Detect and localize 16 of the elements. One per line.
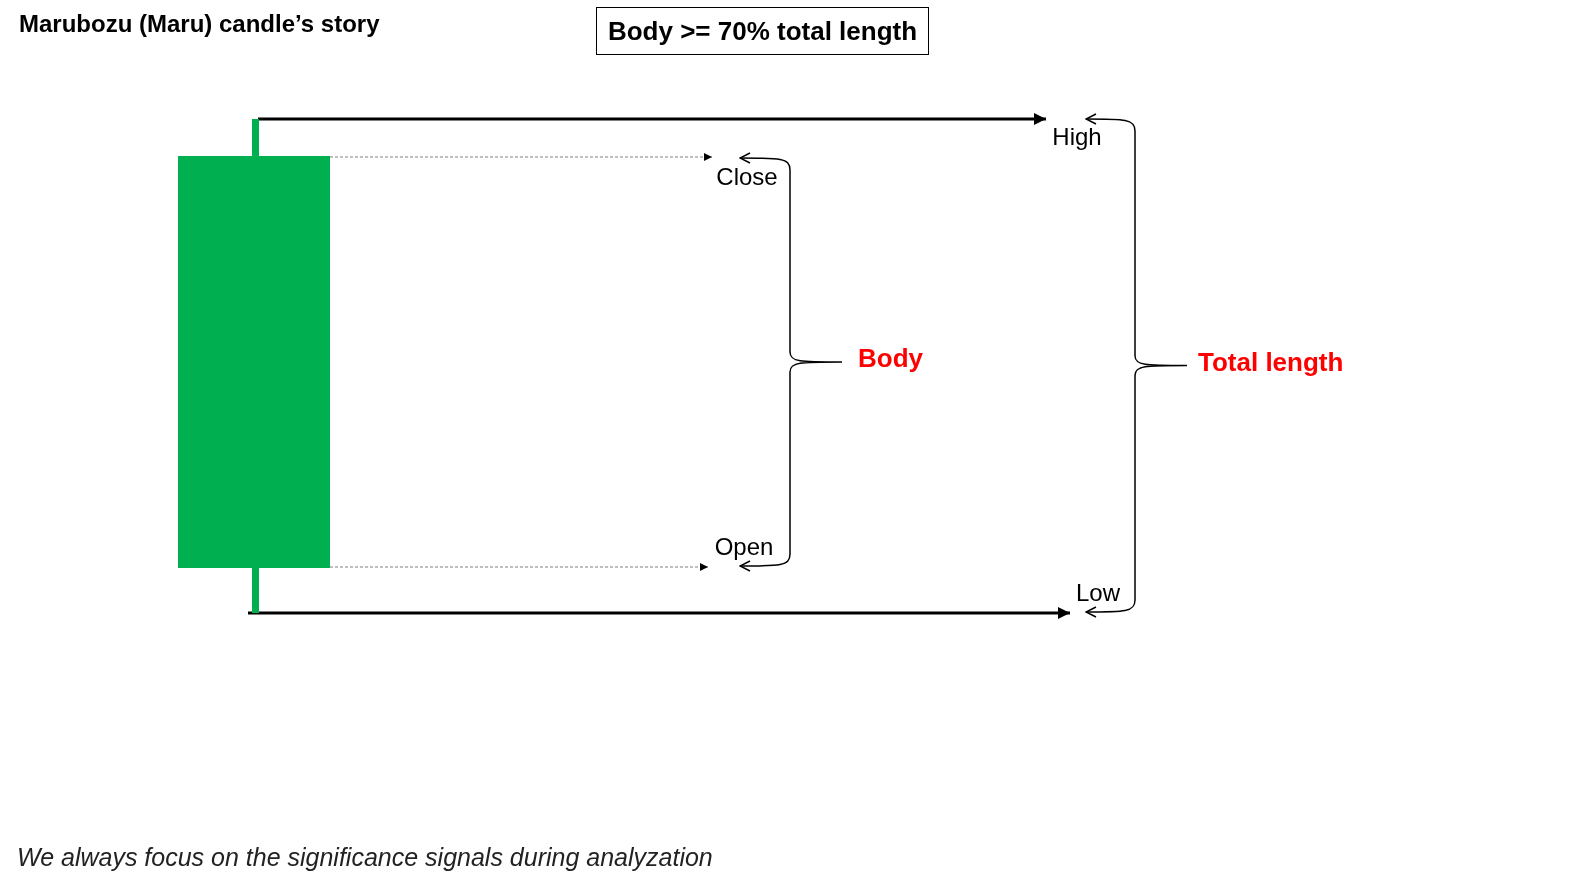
price-label: Open [708, 528, 780, 566]
price-label: Close [712, 158, 782, 196]
note-box: Body >= 70% total length [596, 7, 929, 55]
arrow [329, 563, 709, 571]
curly-bracket-arrow [739, 152, 843, 572]
price-label: High [1046, 118, 1108, 156]
curly-bracket-arrow [1085, 113, 1188, 618]
price-label: Low [1070, 574, 1126, 612]
arrow [329, 153, 713, 161]
caption: We always focus on the significance signals during analyzation [17, 843, 713, 872]
edge-label: Total length [1198, 346, 1344, 378]
arrow [248, 607, 1070, 619]
arrow [258, 113, 1046, 125]
title: Marubozu (Maru) candle’s story [19, 10, 380, 38]
candle [178, 119, 330, 613]
edge-label: Body [858, 343, 923, 374]
